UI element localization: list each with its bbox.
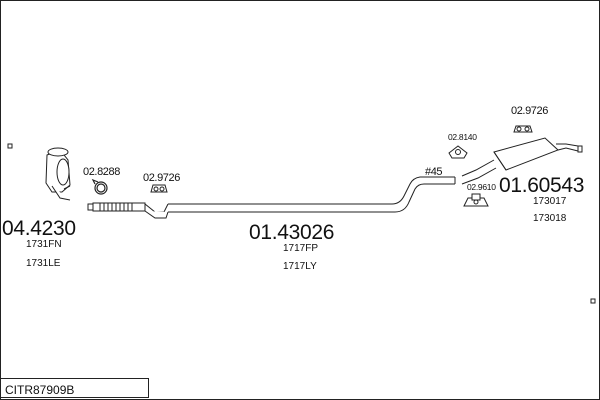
clamp-front-label: 02.8288: [83, 166, 120, 178]
marker-left: [7, 143, 13, 149]
catalytic-converter-ref-1: 1731FN: [26, 239, 62, 250]
hanger-rear-a-label: 02.8140: [448, 132, 477, 142]
bracket-rear-label: 02.9610: [467, 182, 496, 192]
hanger-mid-label: #45: [425, 166, 443, 178]
intermediate-pipe-icon: [168, 176, 456, 213]
catalog-code: CITR87909B: [5, 383, 75, 397]
hanger-front-icon: [150, 184, 168, 193]
catalytic-converter-ref-2: 1731LE: [26, 258, 61, 269]
bracket-rear-icon: [463, 193, 489, 207]
hanger-front-label: 02.9726: [143, 172, 180, 184]
rear-silencer-ref-2: 173018: [533, 213, 567, 224]
clamp-icon: [91, 178, 108, 195]
intermediate-pipe-ref-1: 1717FP: [283, 243, 319, 254]
rear-silencer-icon: [461, 137, 583, 185]
catalytic-converter-icon: [45, 147, 71, 201]
rear-silencer-number: 01.60543: [499, 174, 585, 197]
front-pipe-icon: [87, 202, 169, 219]
hanger-rear-a-icon: [448, 145, 468, 159]
rear-silencer-ref-1: 173017: [533, 196, 567, 207]
hanger-rear-b-label: 02.9726: [511, 105, 548, 117]
catalog-code-box: CITR87909B: [0, 378, 149, 398]
intermediate-pipe-ref-2: 1717LY: [283, 261, 317, 272]
catalytic-converter-number: 04.4230: [2, 217, 76, 240]
hanger-rear-b-icon: [513, 125, 533, 133]
marker-right: [590, 298, 596, 304]
intermediate-pipe-number: 01.43026: [249, 221, 335, 244]
